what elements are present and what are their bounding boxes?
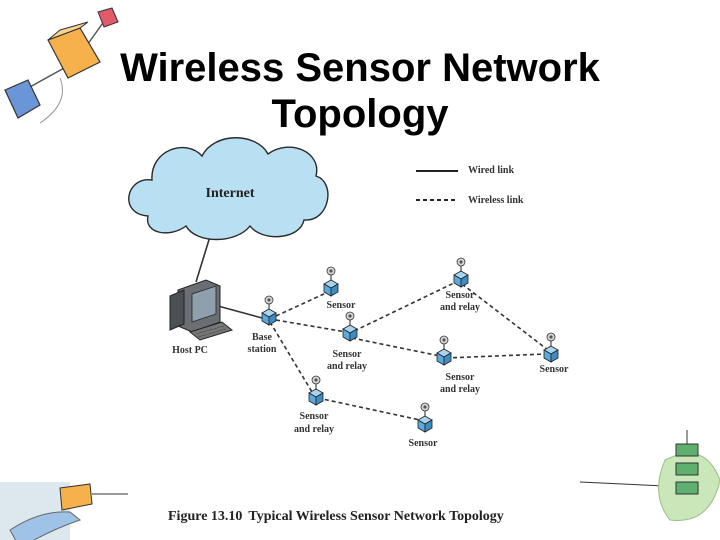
decorative-cubes-clipart: [4, 7, 119, 124]
legend: Wired link Wireless link: [416, 165, 524, 206]
figure-caption-text: Typical Wireless Sensor Network Topology: [248, 509, 504, 524]
relay-label-line-1: Sensor: [446, 372, 475, 383]
relay-label-line-1: Sensor: [446, 290, 475, 301]
sensor-label: Sensor: [409, 438, 438, 449]
figure-number: Figure 13.10: [168, 509, 243, 524]
base-station-node-icon: [261, 295, 277, 326]
relay-node-icon: [342, 311, 358, 342]
slide-title-line-1: Wireless Sensor Network: [120, 45, 600, 90]
base-station-label-line-2: station: [248, 344, 277, 355]
relay-label-line-2: and relay: [440, 384, 480, 395]
wireless-links: [269, 281, 549, 421]
sensor-node-icon: [543, 332, 559, 363]
relay-label-line-1: Sensor: [333, 349, 362, 360]
relay-label-line-2: and relay: [440, 302, 480, 313]
internet-label: Internet: [206, 186, 255, 201]
legend-wired-label: Wired link: [468, 165, 514, 176]
sensor-node-icon: [417, 402, 433, 433]
base-station-label-line-1: Base: [252, 332, 273, 343]
sensor-node-icon: [323, 266, 339, 297]
sensor-label: Sensor: [327, 300, 356, 311]
decorative-leaf-clipart: [580, 430, 720, 521]
decorative-hand-clipart: [0, 482, 128, 540]
relay-label-line-2: and relay: [294, 424, 334, 435]
host-pc-icon: [169, 279, 234, 341]
figure-caption: Figure 13.10 Typical Wireless Sensor Netw…: [168, 509, 504, 525]
host-pc-label: Host PC: [172, 345, 208, 356]
legend-wireless-label: Wireless link: [468, 195, 524, 206]
slide-title: Wireless Sensor Network Topology: [0, 45, 720, 137]
slide-title-line-2: Topology: [271, 91, 449, 136]
relay-label-line-2: and relay: [327, 361, 367, 372]
relay-label-line-1: Sensor: [300, 411, 329, 422]
sensor-label: Sensor: [540, 364, 569, 375]
relay-node-icon: [436, 335, 452, 366]
internet-cloud: Internet: [128, 137, 329, 241]
relay-node-icon: [453, 257, 469, 288]
